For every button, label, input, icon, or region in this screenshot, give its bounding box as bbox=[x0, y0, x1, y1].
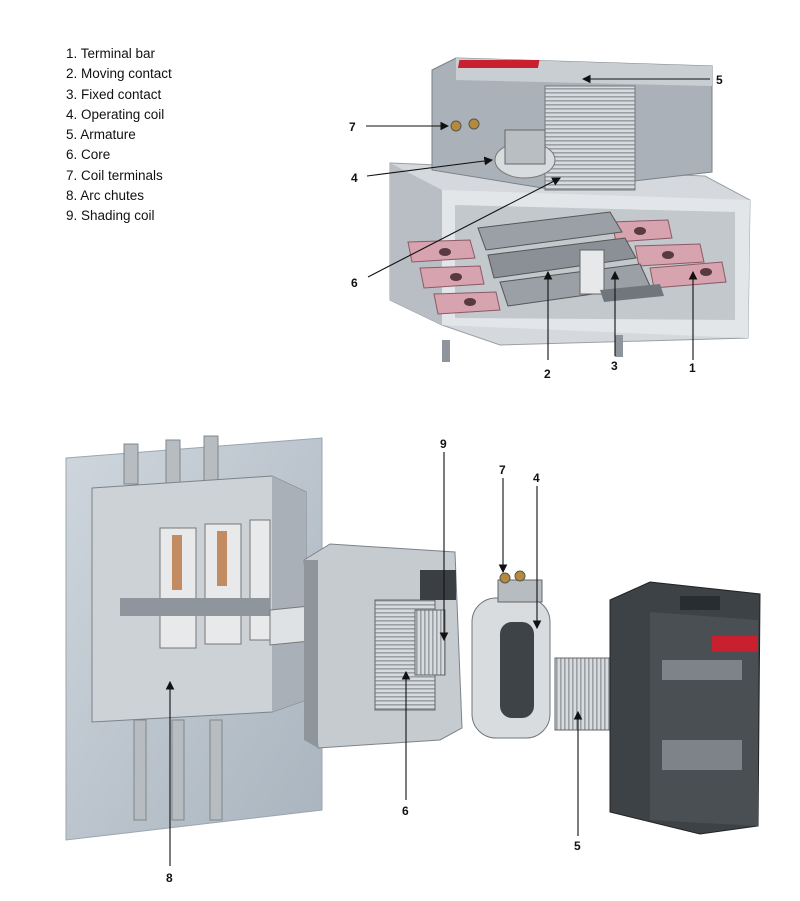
legend-list: 1. Terminal bar 2. Moving contact 3. Fix… bbox=[66, 44, 172, 227]
callout-top-7: 7 bbox=[349, 120, 356, 134]
armature-top bbox=[544, 85, 636, 191]
top-cutaway-contactor bbox=[389, 57, 751, 362]
callout-top-3: 3 bbox=[611, 359, 618, 373]
legend-item-arc-chutes: 8. Arc chutes bbox=[66, 188, 145, 204]
callout-top-1: 1 bbox=[689, 361, 696, 375]
arc-chute-housing bbox=[91, 475, 321, 723]
callout-top-2: 2 bbox=[544, 367, 551, 381]
legend-item-armature: 5. Armature bbox=[66, 127, 136, 143]
legend-item-fixed-contact: 3. Fixed contact bbox=[66, 86, 162, 102]
callout-bottom-5: 5 bbox=[574, 839, 581, 853]
callout-bottom-8: 8 bbox=[166, 871, 173, 885]
callout-bottom-6: 6 bbox=[402, 804, 409, 818]
top-callouts: 7 4 5 6 2 3 1 bbox=[349, 73, 723, 381]
callout-bottom-7: 7 bbox=[499, 463, 506, 477]
bottom-exploded-view bbox=[65, 435, 761, 841]
legend-item-shading-coil: 9. Shading coil bbox=[66, 208, 155, 224]
operating-coil bbox=[471, 570, 551, 739]
bottom-callouts: 9 7 4 6 5 8 bbox=[165, 437, 583, 885]
callout-top-4: 4 bbox=[351, 171, 358, 185]
callout-bottom-9: 9 bbox=[440, 437, 447, 451]
callout-top-6: 6 bbox=[351, 276, 358, 290]
legend-item-moving-contact: 2. Moving contact bbox=[66, 66, 172, 82]
legend-item-operating-coil: 4. Operating coil bbox=[66, 106, 165, 122]
legend-item-coil-terminals: 7. Coil terminals bbox=[66, 167, 163, 183]
front-cover bbox=[609, 581, 761, 835]
terminal-bars bbox=[407, 219, 727, 315]
callout-bottom-4: 4 bbox=[533, 471, 540, 485]
legend-item-core: 6. Core bbox=[66, 147, 111, 163]
callout-top-5: 5 bbox=[716, 73, 723, 87]
legend-item-terminal-bar: 1. Terminal bar bbox=[66, 46, 156, 61]
core-frame bbox=[303, 543, 463, 749]
contacts bbox=[477, 211, 664, 307]
